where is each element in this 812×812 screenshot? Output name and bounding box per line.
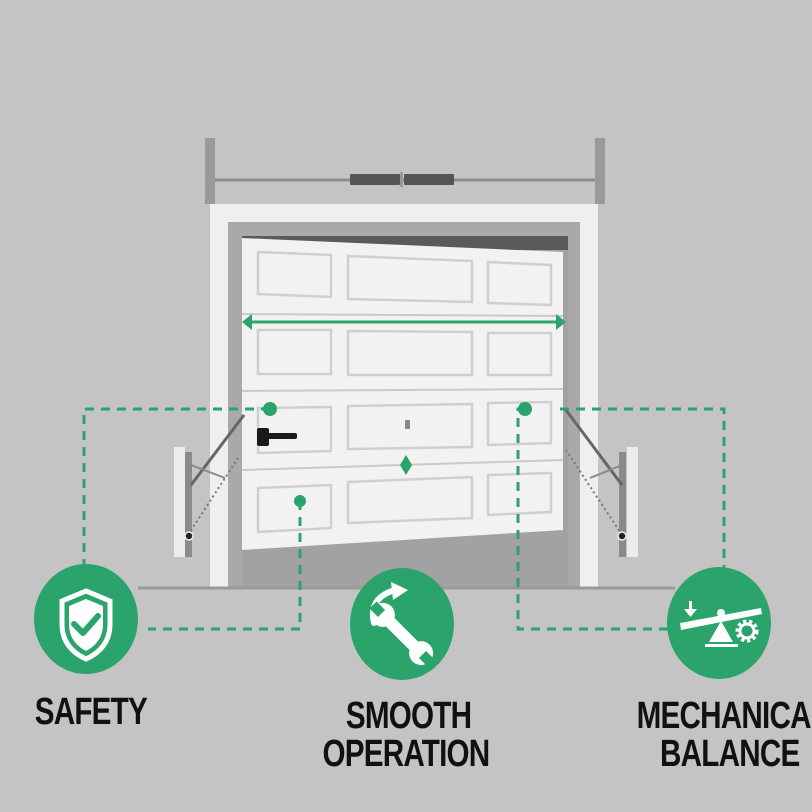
safety-feature-icon: [34, 564, 138, 674]
mechanical-balance-label-line1: MECHANICAL: [636, 695, 812, 737]
width-arrow: [242, 314, 566, 330]
wrench-rotate-icon: [369, 582, 435, 667]
shield-check-icon: [59, 588, 113, 662]
right-spring-assembly: [564, 409, 638, 557]
seesaw-gear-icon: [680, 601, 762, 647]
lock-icon: [405, 420, 410, 429]
door-panel: [241, 238, 564, 550]
smooth-operation-feature-icon: [350, 568, 454, 680]
connector-dot: [294, 495, 306, 507]
left-spring-assembly: [174, 414, 246, 557]
connector-dot: [518, 402, 532, 416]
top-rail: [205, 138, 605, 204]
door-handle: [257, 428, 269, 446]
smooth-operation-label-line1: SMOOTH: [345, 695, 472, 737]
safety-label: SAFETY: [34, 691, 148, 733]
mechanical-balance-label-line2: BALANCE: [660, 733, 800, 775]
center-diamond-marker: [400, 455, 412, 475]
mechanical-balance-feature-icon: [667, 567, 771, 679]
connector-dot: [263, 402, 277, 416]
smooth-operation-label-line2: OPERATION: [322, 733, 490, 775]
